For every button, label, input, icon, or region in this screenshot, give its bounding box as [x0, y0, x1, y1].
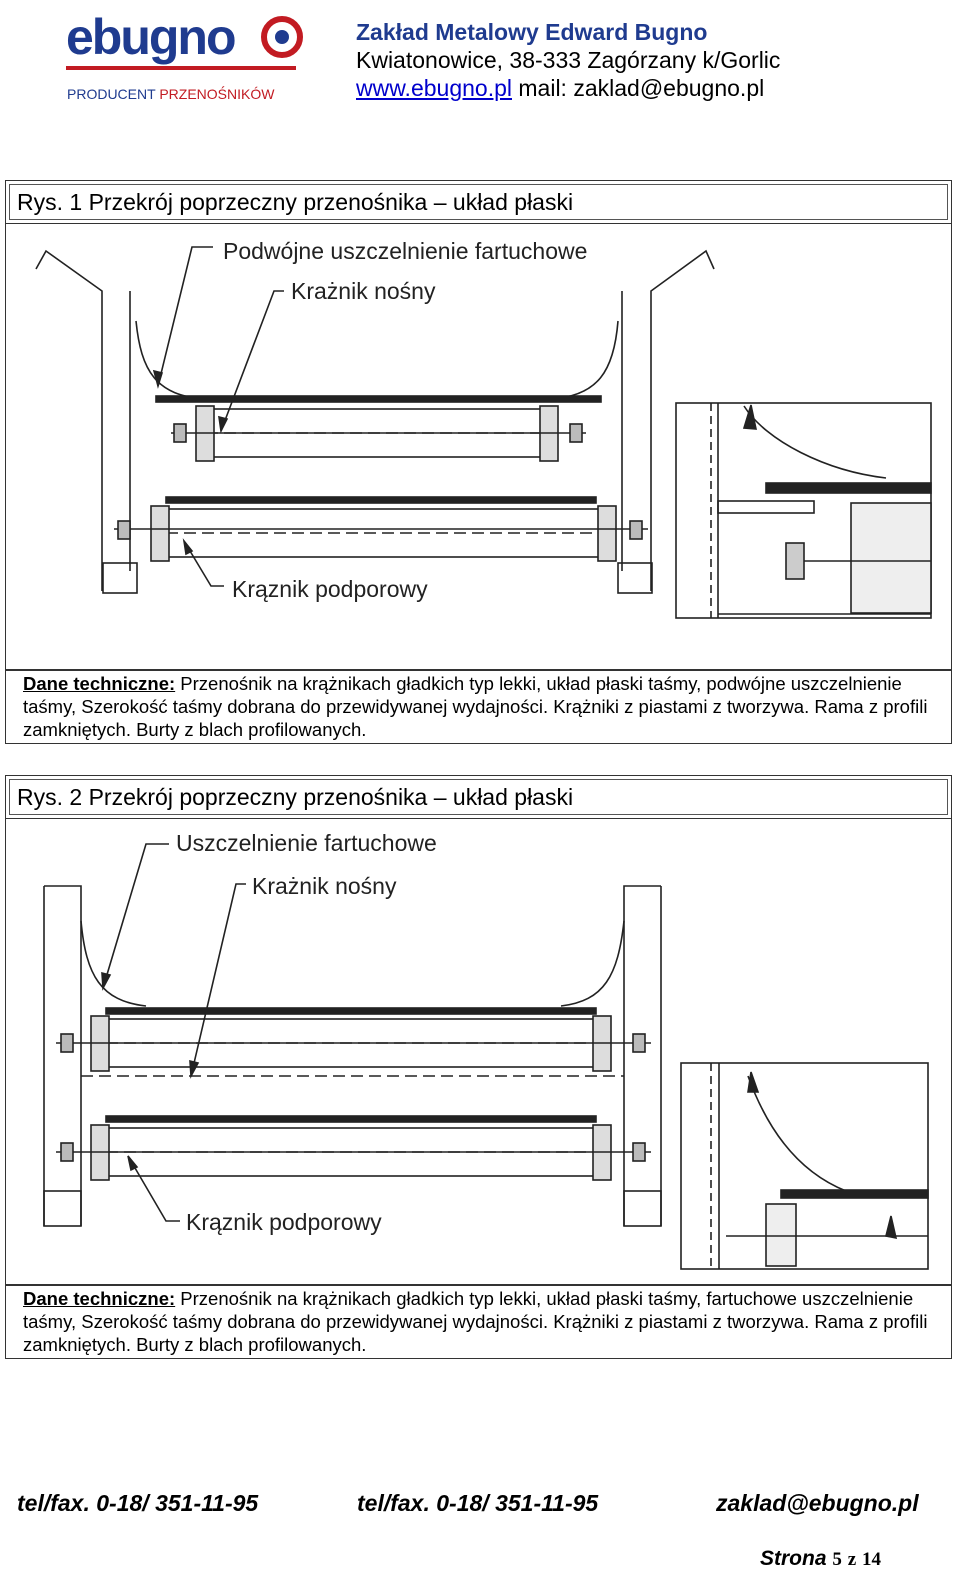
logo-tagline-part-2: PRZENOŚNIKÓW [159, 86, 275, 102]
carry-leader [190, 883, 246, 1077]
figure-1-description: Dane techniczne: Przenośnik na krążnikac… [23, 672, 939, 741]
figure-1-desc-label: Dane techniczne: [23, 673, 176, 694]
figure-2-title-bar: Rys. 2 Przekrój poprzeczny przenośnika –… [6, 776, 951, 819]
logo-tagline-part-1: PRODUCENT [67, 86, 160, 102]
company-name: Zakład Metalowy Edward Bugno [356, 19, 708, 45]
figure-1-title-bar: Rys. 1 Przekrój poprzeczny przenośnika –… [6, 181, 951, 224]
callout-seal: Podwójne uszczelnienie fartuchowe [223, 238, 587, 264]
website-link[interactable]: www.ebugno.pl [356, 75, 512, 101]
right-foot [617, 562, 653, 594]
page-total: 14 [861, 1549, 881, 1570]
company-logo: ebugno PRODUCENT PRZENOŚNIKÓW [62, 4, 303, 104]
page-label: Strona [760, 1547, 827, 1570]
left-foot [43, 1190, 82, 1227]
right-skirt-plate [650, 249, 715, 591]
figure-1: Rys. 1 Przekrój poprzeczny przenośnika –… [5, 180, 952, 744]
callout-carry-roller: Krażnik nośny [252, 873, 397, 899]
return-belt [105, 1115, 597, 1123]
seal-leader [157, 246, 213, 387]
left-foot [102, 562, 138, 594]
company-address: Kwiatonowice, 38-333 Zagórzany k/Gorlic [356, 47, 781, 73]
left-skirt-plate [35, 249, 103, 591]
figure-2-desc-text: Przenośnik na krążnikach gładkich typ le… [23, 1288, 928, 1355]
figure-1-cross-section-drawing: Podwójne uszczelnienie fartuchowe Krażni… [35, 238, 932, 619]
return-belt [165, 496, 597, 504]
page-current: 5 [832, 1549, 842, 1570]
figure-2-title: Rys. 2 Przekrój poprzeczny przenośnika –… [17, 784, 574, 810]
carry-leader [220, 290, 284, 432]
company-info: Zakład Metalowy Edward Bugno Kwiatonowic… [356, 18, 780, 102]
company-email: mail: zaklad@ebugno.pl [518, 75, 765, 101]
footer-phone-1: tel/fax. 0-18/ 351-11-95 [17, 1490, 259, 1516]
footer-phone-2: tel/fax. 0-18/ 351-11-95 [357, 1490, 599, 1516]
right-skirt-plate [623, 885, 661, 1226]
figure-1-desc-text: Przenośnik na krążnikach gładkich typ le… [23, 673, 928, 740]
return-leader [183, 540, 224, 587]
logo-wordmark: ebugno [66, 9, 237, 65]
figure-2-desc-label: Dane techniczne: [23, 1288, 176, 1309]
figure-2: Rys. 2 Przekrój poprzeczny przenośnika –… [5, 775, 952, 1359]
footer-email: zaklad@ebugno.pl [716, 1490, 919, 1516]
belt-seal-left [80, 920, 147, 1007]
logo-roller-icon [261, 16, 303, 58]
right-foot [623, 1190, 662, 1227]
callout-return-roller: Krąznik podporowy [186, 1209, 382, 1235]
figure-2-description: Dane techniczne: Przenośnik na krążnikac… [23, 1287, 939, 1356]
left-skirt-plate [44, 885, 82, 1226]
logo-underline [66, 66, 296, 70]
figure-2-cross-section-drawing: Uszczelnienie fartuchowe Krażnik nośny K… [43, 830, 929, 1270]
return-leader [127, 1155, 180, 1222]
page-number: Strona 5 z 14 [760, 1547, 881, 1571]
logo-tagline: PRODUCENT PRZENOŚNIKÓW [67, 86, 274, 102]
detail-inset [680, 1062, 929, 1270]
belt-seal-right [560, 920, 625, 1007]
callout-return-roller: Krąznik podporowy [232, 576, 428, 602]
figure-1-desc-divider [6, 669, 951, 671]
callout-carry-roller: Krażnik nośny [291, 278, 436, 304]
page-sep: z [847, 1549, 857, 1570]
seal-leader [102, 843, 169, 989]
belt-seal-right [550, 320, 619, 400]
figure-1-title: Rys. 1 Przekrój poprzeczny przenośnika –… [17, 189, 574, 215]
carrying-belt [105, 1007, 597, 1015]
carrying-belt [155, 395, 602, 403]
figure-2-desc-divider [6, 1284, 951, 1286]
callout-seal: Uszczelnienie fartuchowe [176, 830, 437, 856]
